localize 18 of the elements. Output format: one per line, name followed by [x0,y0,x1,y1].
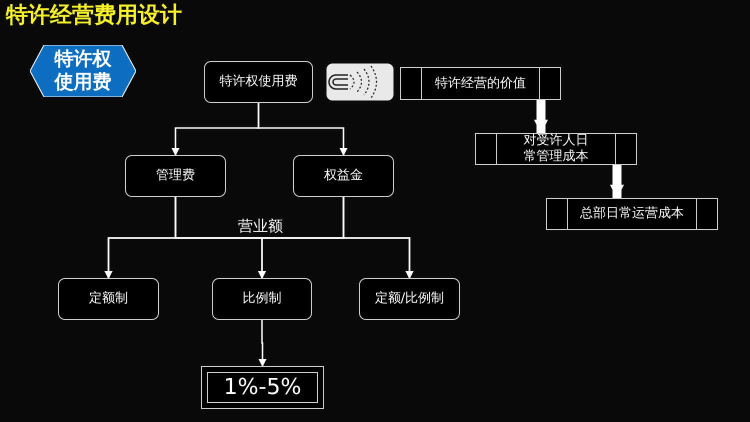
process-box: 比例制 [212,278,312,320]
block-arrow [534,100,548,134]
bus-label: 营业额 [238,217,283,235]
framed-box: 总部日常运营成本 [546,198,718,230]
framed-box: 特许经营的价值 [400,67,561,100]
result-box: 1%-5% [201,366,324,409]
process-box: 管理费 [125,155,226,197]
process-box: 定额制 [58,278,159,320]
block-arrow [610,165,624,199]
process-box: 特许权使用费 [204,61,313,103]
arrow [342,197,414,279]
process-box: 权益金 [293,155,394,197]
arrow [258,103,348,156]
framed-box: 对受许人日常管理成本 [475,133,637,165]
title: 特许经营费用设计 [6,2,182,30]
process-box: 定额/比例制 [359,278,460,320]
tag-hexagon: 特许权使用费 [30,45,136,97]
arrow [258,320,266,367]
